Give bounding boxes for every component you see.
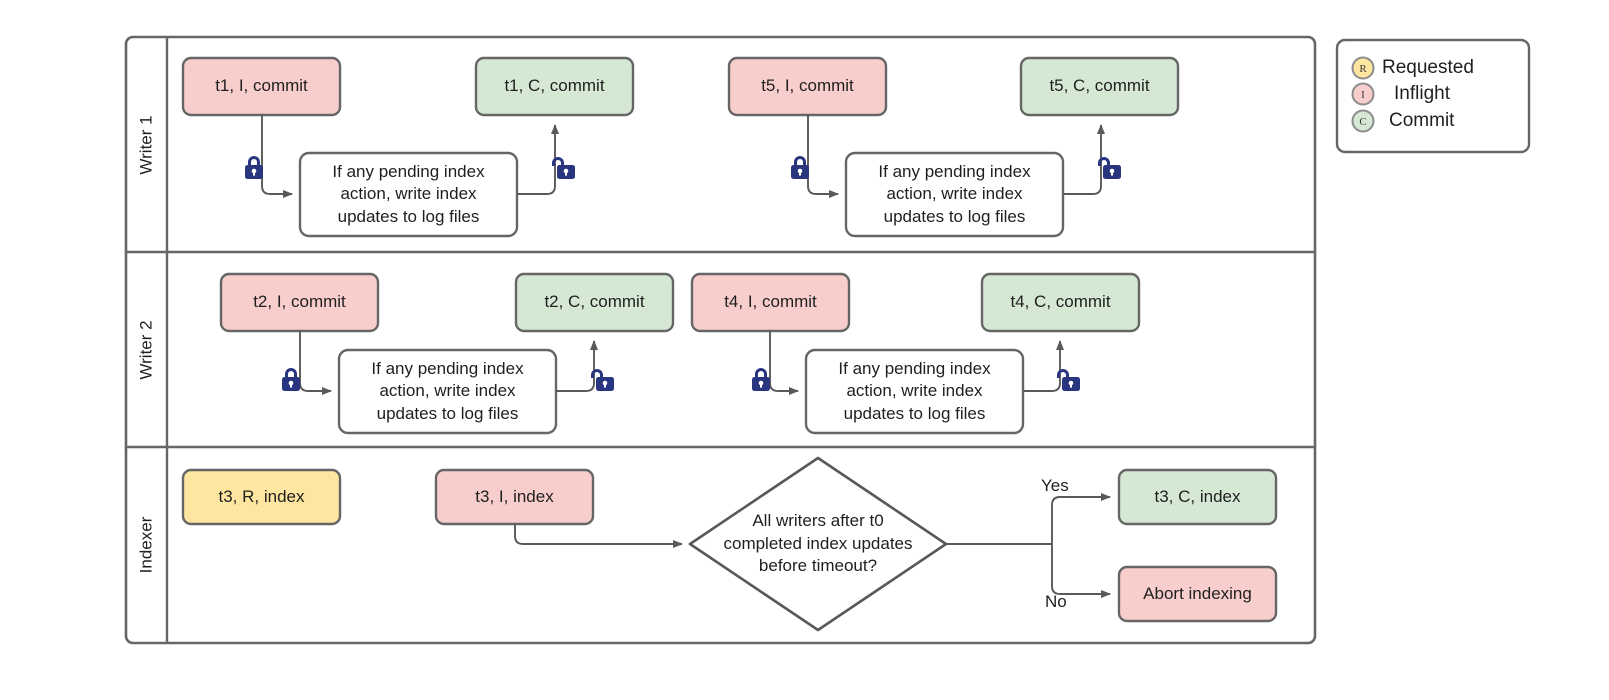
lock-closed-icon	[791, 156, 809, 179]
legend-badge-commit: C	[1351, 109, 1375, 133]
edge-w2-process-to-t2commit	[556, 340, 598, 392]
node-w2-t2-inflight[interactable]	[219, 272, 380, 333]
node-ix-abort[interactable]	[1117, 565, 1278, 623]
node-w1-t5-commit[interactable]	[1019, 56, 1180, 117]
svg-text:I: I	[1361, 89, 1365, 101]
lock-open-icon	[591, 369, 614, 391]
edge-w1-t1inflight-to-process	[261, 115, 293, 198]
edge-w2-t4inflight-to-process	[769, 331, 799, 395]
node-w2-t4-commit[interactable]	[980, 272, 1141, 333]
edge-ix-inflight-to-decision	[514, 524, 683, 548]
node-ix-decision[interactable]	[688, 456, 948, 632]
node-ix-t3-requested[interactable]	[181, 468, 342, 526]
lane-writer-2-content	[219, 272, 1141, 435]
node-w2-process-a[interactable]	[337, 348, 558, 435]
lane-writer-1-content	[181, 56, 1180, 238]
node-w1-process-b[interactable]	[844, 151, 1065, 238]
lock-closed-icon	[752, 368, 770, 391]
edge-ix-decision-no	[1051, 544, 1111, 598]
lane-indexer-content	[181, 456, 1278, 632]
edge-ix-decision-yes	[1051, 493, 1111, 544]
node-w1-t5-inflight[interactable]	[727, 56, 888, 117]
node-w1-t1-inflight[interactable]	[181, 56, 342, 117]
node-w2-t4-inflight[interactable]	[690, 272, 851, 333]
lock-open-icon	[1057, 369, 1080, 391]
legend-badge-inflight: I	[1351, 82, 1375, 106]
edge-w1-process-to-t1commit	[517, 124, 559, 195]
svg-text:C: C	[1359, 116, 1366, 128]
edge-w1-t5inflight-to-process	[807, 115, 839, 198]
node-w2-t2-commit[interactable]	[514, 272, 675, 333]
edge-w1-process-to-t5commit	[1063, 124, 1105, 195]
edge-w2-process-to-t4commit	[1023, 340, 1064, 392]
node-ix-t3-commit[interactable]	[1117, 468, 1278, 526]
lock-open-icon	[552, 157, 575, 179]
lock-open-icon	[1098, 157, 1121, 179]
node-w2-process-b[interactable]	[804, 348, 1025, 435]
edge-w2-t2inflight-to-process	[299, 331, 332, 395]
legend-panel: R I C	[1335, 38, 1531, 154]
lock-closed-icon	[282, 368, 300, 391]
node-w1-process-a[interactable]	[298, 151, 519, 238]
node-ix-t3-inflight[interactable]	[434, 468, 595, 526]
node-w1-t1-commit[interactable]	[474, 56, 635, 117]
svg-text:R: R	[1359, 63, 1367, 75]
lock-closed-icon	[245, 156, 263, 179]
legend-badge-requested: R	[1351, 56, 1375, 80]
